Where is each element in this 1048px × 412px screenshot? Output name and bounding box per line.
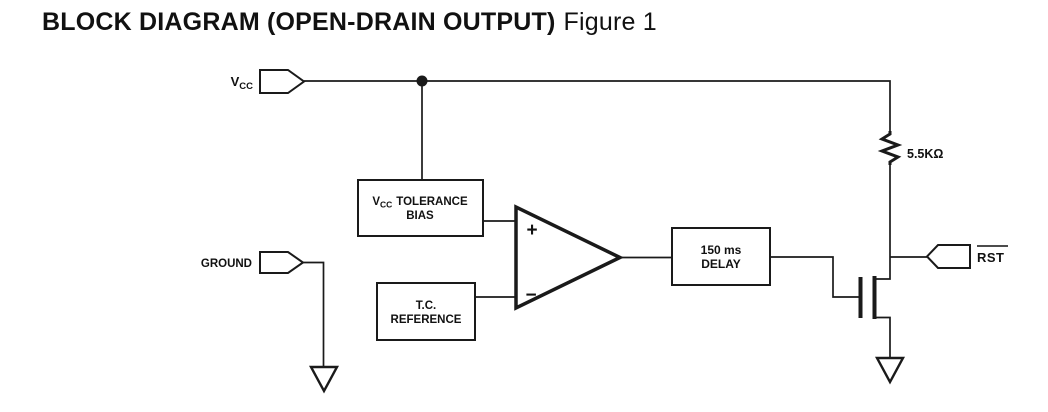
junction-dot (416, 75, 428, 87)
ground-pin (259, 251, 305, 274)
wire-source (876, 316, 891, 358)
mosfet-symbol (858, 276, 877, 319)
delay-block (671, 227, 771, 286)
comparator-symbol (514, 204, 625, 311)
rst-pin-label: RST (977, 250, 1005, 265)
delay-block-label-line1: 150 ms (701, 243, 742, 257)
page-title: BLOCK DIAGRAM (OPEN-DRAIN OUTPUT)Figure … (42, 8, 657, 37)
tc-reference-label-line1: T.C. (416, 300, 436, 312)
ground-pin-label: GROUND (201, 258, 252, 270)
comparator-minus-label: − (525, 285, 536, 306)
bias-block-label-line2: BIAS (406, 210, 434, 222)
wire-ground (303, 261, 325, 367)
rst-pin (925, 244, 971, 269)
ground-symbol-right (874, 356, 906, 385)
title-main: BLOCK DIAGRAM (OPEN-DRAIN OUTPUT) (42, 8, 556, 36)
ground-symbol-left (308, 365, 340, 394)
wire-vcc-rail (304, 80, 891, 131)
vcc-pin-label: VCC (231, 74, 254, 92)
resistor-symbol (877, 131, 903, 165)
tc-reference-label-line2: REFERENCE (391, 314, 462, 326)
vcc-pin (259, 69, 306, 94)
wire-delay-to-gate (770, 256, 859, 298)
comparator-plus-label: + (526, 220, 537, 241)
delay-block-label-line2: DELAY (701, 257, 741, 271)
bias-block (357, 179, 484, 237)
tc-reference-block (376, 282, 476, 341)
title-figure-label: Figure 1 (563, 8, 657, 36)
resistor-value-label: 5.5KΩ (907, 147, 943, 161)
wire-drain (876, 257, 891, 280)
